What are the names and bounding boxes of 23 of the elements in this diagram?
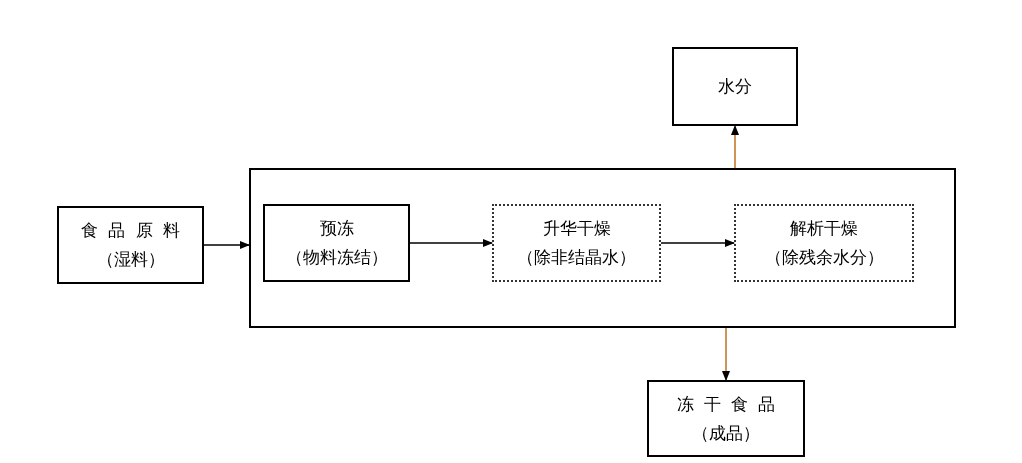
arrow [660,238,736,248]
box-title: 食品原料 [81,219,190,242]
process-box [672,47,798,126]
box-title: 预冻 [319,217,354,240]
process-box [492,204,661,282]
process-box [647,380,805,457]
container-box [249,168,956,328]
process-box [263,204,410,282]
arrow [409,238,494,248]
box-subtitle: （除残余水分） [764,246,884,269]
box-subtitle: （成品） [692,421,760,445]
process-box [57,206,204,284]
box-title: 冻干食品 [676,392,786,416]
box-title: 升华干燥 [542,217,611,240]
arrow [203,240,251,250]
box-title: 解析干燥 [790,217,858,240]
arrow [721,327,731,382]
box-subtitle: （除非结晶水） [517,246,636,269]
box-subtitle: （物料冻结） [285,246,388,269]
arrow [730,124,740,169]
box-subtitle: （湿料） [96,248,165,271]
box-title: 水分 [718,75,752,98]
process-box [734,204,914,282]
